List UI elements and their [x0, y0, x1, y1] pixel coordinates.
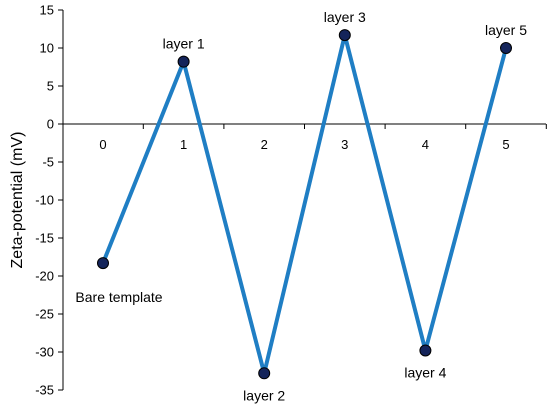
x-tick-label: 2 [261, 137, 268, 152]
point-label: Bare template [75, 289, 162, 305]
data-points-group [97, 29, 512, 380]
x-tick-label: 3 [341, 137, 348, 152]
data-point [500, 42, 512, 54]
x-tick-label: 0 [99, 137, 106, 152]
y-tick-label: -35 [35, 383, 54, 398]
point-label: layer 5 [485, 22, 527, 38]
y-tick-label: 15 [40, 3, 54, 18]
x-tick-label: 1 [180, 137, 187, 152]
point-labels-group: Bare template layer 1 layer 2 layer 3 layer … [75, 9, 527, 403]
y-axis-title: Zeta-potential (mV) [9, 132, 26, 269]
y-tick-label: 0 [47, 117, 54, 132]
y-tick-label: -5 [42, 155, 54, 170]
data-point [419, 344, 432, 357]
point-label: layer 2 [243, 387, 285, 403]
series-line [101, 33, 508, 376]
x-tick-label: 5 [502, 137, 509, 152]
point-label: layer 3 [324, 9, 366, 25]
data-point [338, 29, 351, 42]
y-tick-label: -10 [35, 193, 54, 208]
data-point [177, 55, 190, 68]
data-point [258, 367, 271, 380]
x-ticks-group: 0 1 2 3 4 5 [62, 124, 547, 152]
x-tick-label: 4 [422, 137, 429, 152]
y-tick-label: 10 [40, 41, 54, 56]
point-label: layer 1 [163, 36, 205, 52]
y-tick-label: -15 [35, 231, 54, 246]
y-tick-label: -20 [35, 269, 54, 284]
y-tick-label: -30 [35, 345, 54, 360]
y-ticks-group: 15 10 5 0 -5 -10 -15 -20 -25 -30 -35 [35, 3, 63, 398]
data-point [97, 257, 109, 270]
point-label: layer 4 [404, 364, 446, 380]
y-tick-label: 5 [47, 79, 54, 94]
y-tick-label: -25 [35, 307, 54, 322]
